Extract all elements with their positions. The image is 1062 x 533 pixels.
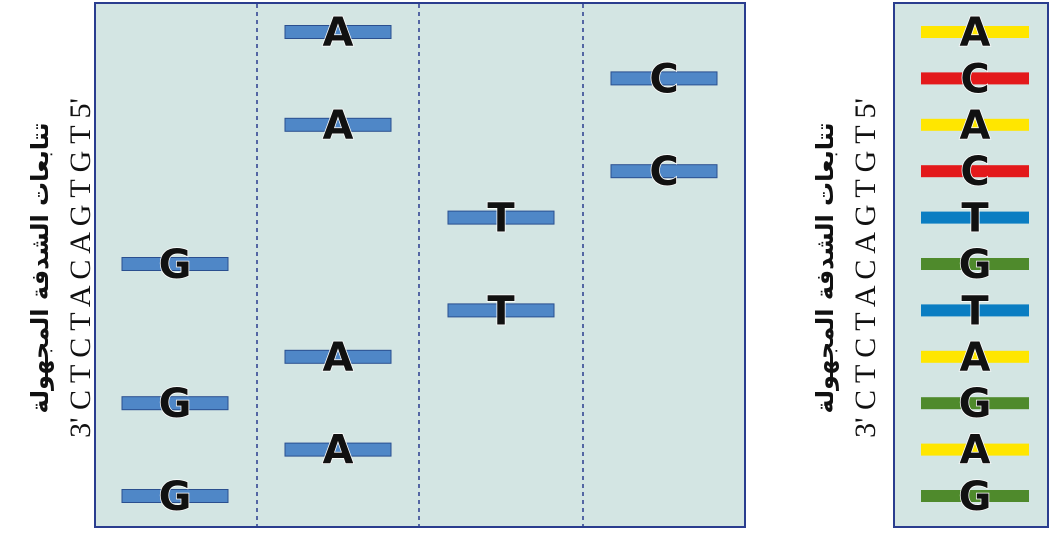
gel-band-bar (610, 71, 718, 86)
gel-band-letter: G (159, 242, 192, 288)
ladder-band-a: A (921, 427, 1029, 474)
ladder-band-bar (921, 350, 1029, 363)
ladder-band-g: G (921, 380, 1029, 428)
gel-band-letter: A (323, 428, 354, 474)
gel-band-bar (284, 442, 392, 457)
ladder-band-c: C (921, 56, 1029, 103)
gel-band-letter: A (323, 10, 354, 56)
ladder-band-bar (921, 304, 1029, 317)
gel-band-bar (121, 489, 229, 503)
gel-band-letter: C (649, 149, 678, 195)
gel-band-letter: G (159, 381, 192, 427)
ladder-band-letter: T (961, 196, 989, 242)
gel-band-g: G (121, 473, 229, 521)
ladder-band-bar (921, 490, 1029, 502)
right-sequence-label-group: 3' C T C T A C A G T G T 5' تتابعات الشد… (811, 98, 882, 438)
right-sequence-title: تتابعات الشدفة المجهولة (811, 122, 839, 413)
gel-band-t: T (447, 288, 555, 335)
ladder-band-t: T (921, 195, 1029, 242)
ladder-band-g: G (921, 241, 1029, 289)
ladder-band-a: A (921, 9, 1029, 57)
ladder-band-letter: C (960, 56, 989, 102)
ladder-band-t: T (921, 288, 1029, 335)
gel-band-g: G (121, 380, 229, 428)
gel-band-a: A (284, 9, 392, 57)
left-sequence-text: 3' C T C T A C A G T G T 5' (64, 98, 97, 438)
gel-band-bar (610, 164, 718, 179)
ladder-band-bar (921, 118, 1029, 131)
left-sequence-label-group: 3' C T C T A C A G T G T 5' تتابعات الشد… (26, 98, 97, 438)
ladder-band-bar (921, 26, 1029, 38)
gel-band-letter: T (487, 196, 515, 242)
gel-band-bar (121, 257, 229, 271)
ladder-band-bar (921, 211, 1029, 224)
ladder-band-c: C (921, 148, 1029, 196)
gel-band-g: G (121, 241, 229, 289)
ladder-band-letter: G (959, 242, 992, 288)
gel-band-c: C (610, 148, 718, 196)
gel-band-letter: G (159, 474, 192, 520)
gel-band-bar (447, 303, 555, 318)
ladder-band-bar (921, 443, 1029, 456)
gel-band-bar (121, 396, 229, 411)
right-sequence-text: 3' C T C T A C A G T G T 5' (849, 98, 882, 438)
gel-band-letter: C (649, 56, 678, 102)
ladder-band-letter: G (959, 381, 992, 427)
ladder-band-bar (921, 165, 1029, 178)
ladder-band-a: A (921, 334, 1029, 382)
ladder-band-a: A (921, 102, 1029, 150)
gel-band-t: T (447, 195, 555, 242)
ladder-band-letter: A (960, 103, 991, 149)
ladder-band-letter: C (960, 149, 989, 195)
gel-band-bar (284, 117, 392, 132)
gel-bands: A C A C T G T A G A G (121, 9, 718, 521)
ladder-band-bar (921, 258, 1029, 270)
ladder-band-letter: G (959, 474, 992, 520)
ladder-band-bar (921, 72, 1029, 85)
ladder-band-bar (921, 397, 1029, 410)
gel-band-a: A (284, 102, 392, 150)
ladder-band-letter: T (961, 288, 989, 334)
ladder-band-letter: A (960, 10, 991, 56)
gel-band-bar (447, 210, 555, 225)
gel-band-letter: A (323, 103, 354, 149)
gel-band-letter: T (487, 288, 515, 334)
gel-band-bar (284, 349, 392, 364)
left-sequence-title: تتابعات الشدفة المجهولة (26, 122, 54, 413)
gel-band-a: A (284, 427, 392, 474)
ladder-band-letter: A (960, 335, 991, 381)
gel-band-letter: A (323, 335, 354, 381)
gel-band-a: A (284, 334, 392, 382)
ladder-band-g: G (921, 473, 1029, 521)
gel-band-bar (284, 25, 392, 39)
gel-band-c: C (610, 56, 718, 103)
ladder-band-letter: A (960, 428, 991, 474)
